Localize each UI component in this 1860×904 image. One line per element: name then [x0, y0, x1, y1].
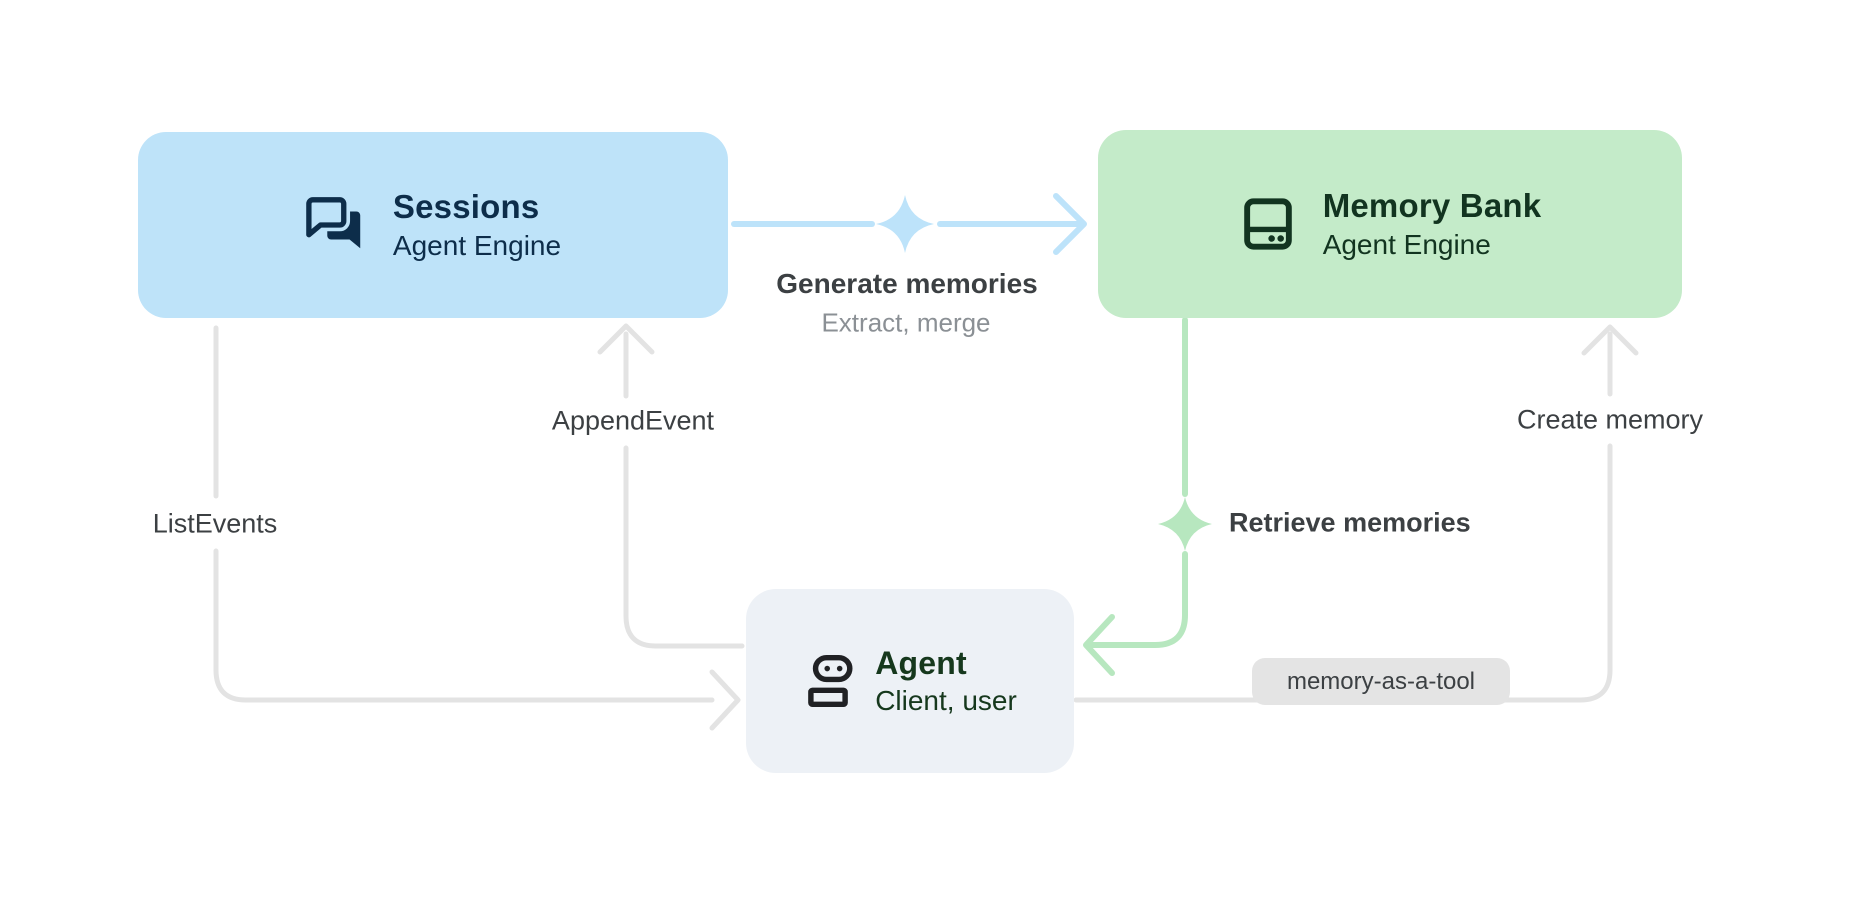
memory-as-a-tool-badge: memory-as-a-tool — [1252, 658, 1510, 705]
node-subtitle: Agent Engine — [392, 230, 562, 261]
node-agent: Agent Client, user — [746, 589, 1074, 773]
sparkle-icon — [876, 195, 934, 253]
arrowhead-up-icon — [597, 323, 655, 355]
arrowhead-right-icon — [1053, 193, 1087, 255]
robot-icon — [808, 654, 853, 708]
arrowhead-left-icon — [1083, 614, 1115, 676]
edge-label-append-event: AppendEvent — [551, 405, 715, 436]
node-title: Sessions — [392, 188, 540, 225]
edge-label-generate-memories: Generate memories — [776, 268, 1038, 299]
generate-memories-arrow — [731, 193, 1087, 255]
edge-label-create-memory: Create memory — [1516, 404, 1704, 435]
node-subtitle: Client, user — [875, 685, 1017, 716]
chat-forum-icon — [304, 194, 361, 249]
edge-label-retrieve-memories: Retrieve memories — [1229, 507, 1471, 538]
arrowhead-right-icon — [709, 669, 741, 731]
memory-storage-icon — [1243, 198, 1292, 250]
create-memory-arrow — [1073, 324, 1639, 703]
node-title: Agent — [875, 645, 967, 681]
edge-label-extract-merge: Extract, merge — [821, 307, 991, 338]
sparkle-icon — [1158, 497, 1212, 551]
retrieve-memories-arrow — [1083, 317, 1188, 676]
arrowhead-up-icon — [1581, 324, 1639, 356]
append-event-arrow — [597, 323, 745, 649]
node-title: Memory Bank — [1322, 187, 1542, 224]
list-events-arrow — [213, 325, 741, 731]
node-subtitle: Agent Engine — [1322, 229, 1491, 260]
edge-label-list-events: ListEvents — [152, 508, 278, 539]
node-sessions: Sessions Agent Engine — [138, 132, 728, 318]
node-memory-bank: Memory Bank Agent Engine — [1098, 130, 1682, 318]
